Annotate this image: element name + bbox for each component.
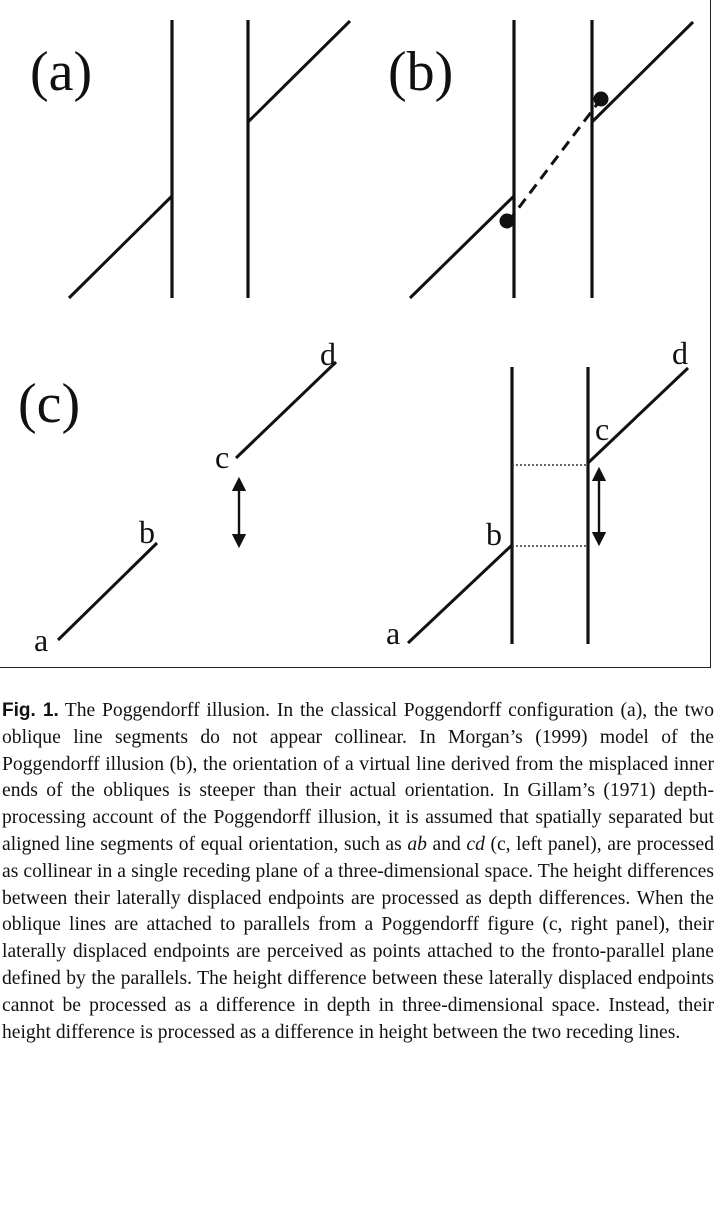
panel-b-inner-end-lower bbox=[499, 213, 515, 229]
panel-a-oblique-lower bbox=[67, 194, 174, 300]
panel-b-label: (b) bbox=[388, 41, 453, 103]
caption-text-run: (c, left panel), are processed as collin… bbox=[2, 833, 714, 1043]
caption-italic-term: cd bbox=[466, 833, 485, 855]
panel-c-left-segment-ab bbox=[56, 541, 159, 642]
panel-c-right-label-d: d bbox=[672, 335, 688, 371]
panel-c-right-oblique-ab bbox=[406, 543, 514, 645]
panel-a: (a) bbox=[30, 19, 352, 300]
caption-text-run: and bbox=[426, 833, 467, 855]
poggendorff-figure: (a) (b) (c) a b c d a b c bbox=[18, 19, 695, 658]
caption-text: The Poggendorff illusion. In the classic… bbox=[2, 700, 714, 1043]
panel-a-label: (a) bbox=[30, 41, 92, 103]
panel-c-left-segment-cd bbox=[234, 360, 338, 460]
figure-caption: Fig. 1.The Poggendorff illusion. In the … bbox=[2, 698, 714, 1046]
panel-c-left-label-d: d bbox=[320, 336, 336, 372]
panel-b-virtual-line bbox=[506, 98, 603, 223]
panel-c-right: a b c d bbox=[386, 335, 690, 651]
panel-c-right-label-a: a bbox=[386, 615, 400, 651]
caption-label: Fig. 1. bbox=[2, 700, 59, 721]
panel-c-left: (c) a b c d bbox=[18, 336, 338, 658]
panel-b-inner-end-upper bbox=[593, 91, 609, 107]
panel-c-label: (c) bbox=[18, 373, 80, 435]
caption-italic-term: ab bbox=[407, 833, 427, 855]
panel-b: (b) bbox=[388, 20, 695, 300]
figure-frame bbox=[0, 0, 711, 668]
panel-c-right-label-c: c bbox=[595, 411, 609, 447]
panel-c-right-label-b: b bbox=[486, 516, 502, 552]
panel-c-right-oblique-cd bbox=[586, 366, 690, 465]
panel-c-left-label-b: b bbox=[139, 514, 155, 550]
panel-a-oblique-upper bbox=[246, 19, 352, 124]
panel-c-left-label-c: c bbox=[215, 439, 229, 475]
panel-b-oblique-upper bbox=[590, 20, 695, 124]
panel-c-left-label-a: a bbox=[34, 622, 48, 658]
caption-text-run: The Poggendorff illusion. In the classic… bbox=[2, 700, 714, 855]
panel-b-oblique-lower bbox=[408, 194, 516, 300]
